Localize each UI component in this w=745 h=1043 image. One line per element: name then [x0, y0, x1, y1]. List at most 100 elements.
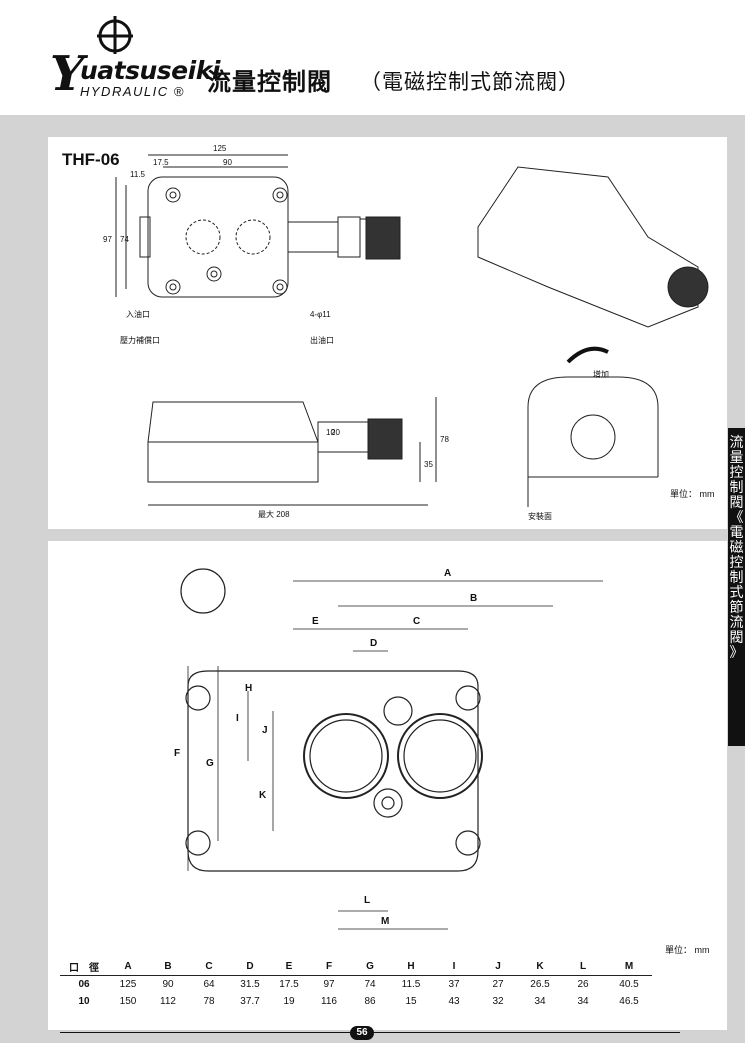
side-tab: 流 量 控 制 閥 《 電 磁 控 制 式 節 流 閥 》	[728, 428, 745, 746]
table-cell: 37.7	[240, 996, 260, 1007]
side-tab-char: 控	[729, 465, 744, 481]
side-tab-char: 電	[729, 525, 744, 541]
dim-max-208: 最大 208	[258, 509, 290, 519]
dim-17-5: 17.5	[153, 158, 169, 167]
side-tab-char: 控	[729, 555, 744, 571]
table-header: H	[407, 961, 415, 972]
scale-mark-10: 10	[326, 428, 335, 437]
dim-97: 97	[103, 235, 112, 244]
table-cell: 34	[534, 996, 546, 1007]
table-cell: 78	[203, 996, 215, 1007]
dim-label-d: D	[370, 638, 377, 649]
side-tab-char: 制	[729, 480, 744, 496]
table-cell: 06	[78, 979, 90, 990]
model-label: THF-06	[62, 150, 120, 169]
table-header: 口 徑	[69, 963, 99, 974]
table-header: G	[366, 961, 374, 972]
label-increase: 增加	[593, 369, 609, 379]
table-cell: 26.5	[530, 979, 550, 990]
table-cell: 64	[203, 979, 215, 990]
label-mount-face: 安裝面	[528, 511, 552, 521]
table-cell: 27	[492, 979, 504, 990]
table-header: E	[285, 961, 293, 972]
spec-table: 口 徑 A B C D E F G H I J K L M 06 125 90 …	[60, 958, 652, 1010]
side-tab-char: 流	[729, 435, 744, 451]
dimension-drawing: A B C D E F G H I J K L M	[174, 568, 603, 930]
brand-name: uatsuseiki	[80, 56, 220, 85]
side-tab-char: 》	[729, 645, 744, 661]
table-row: 06 125 90 64 31.5 17.5 97 74 11.5 37 27 …	[60, 975, 652, 994]
table-header: L	[579, 961, 587, 972]
table-cell: 86	[364, 996, 376, 1007]
brand-symbol-icon	[97, 16, 133, 54]
scale-mark-20: 20	[331, 428, 340, 437]
left-plug	[139, 216, 151, 258]
dim-74: 74	[120, 235, 129, 244]
side-tab-char: 流	[729, 615, 744, 631]
side-tab-char: 磁	[729, 540, 744, 556]
dim-label-a: A	[444, 568, 451, 579]
table-header: D	[246, 961, 254, 972]
side-tab-char: 閥	[729, 630, 744, 646]
label-mounting-holes: 4-φ11	[310, 310, 331, 319]
label-inlet: 入油口	[126, 309, 150, 319]
dim-label-g: G	[206, 758, 214, 769]
dim-90: 90	[223, 158, 232, 167]
top-view-body	[147, 176, 289, 298]
table-header-row: 口 徑 A B C D E F G H I J K L M	[60, 958, 652, 976]
brand-sub: HYDRAULIC ®	[80, 84, 185, 99]
side-tab-char: 式	[729, 585, 744, 601]
dim-125: 125	[213, 144, 227, 153]
table-cell: 97	[323, 979, 335, 990]
table-cell: 10	[78, 996, 90, 1007]
drawing-panel-top	[48, 137, 727, 529]
spec-table-area	[48, 966, 727, 1030]
table-header: B	[164, 961, 172, 972]
table-header: K	[536, 961, 544, 972]
table-header: F	[325, 961, 333, 972]
side-view-base	[147, 441, 319, 483]
table-cell: 11.5	[401, 979, 421, 990]
dim-label-k: K	[259, 790, 267, 801]
table-cell: 32	[492, 996, 504, 1007]
table-cell: 26	[577, 979, 589, 990]
label-outlet: 出油口	[310, 335, 334, 345]
side-tab-char: 量	[729, 450, 744, 466]
brand-initial: Y	[50, 46, 85, 102]
unit-label-bottom: 單位： mm	[665, 945, 710, 955]
dim-label-e: E	[312, 616, 319, 627]
dim-label-m: M	[381, 916, 389, 927]
table-header: I	[452, 961, 456, 972]
table-cell: 116	[321, 996, 337, 1007]
side-tab-char: 閥	[729, 495, 744, 511]
table-header: A	[124, 961, 132, 972]
table-cell: 34	[577, 996, 589, 1007]
table-cell: 46.5	[619, 996, 639, 1007]
dim-label-f: F	[174, 748, 180, 759]
side-tab-char: 制	[729, 570, 744, 586]
valve-drawings: 125 17.5 90 11.5 97 74 78 35 最大 208 入油口 …	[103, 144, 709, 521]
table-cell: 17.5	[279, 979, 299, 990]
mounting-plate	[187, 670, 479, 872]
page-title: 流量控制閥	[207, 68, 332, 96]
label-pressure-port: 壓力補償口	[120, 335, 160, 345]
dim-label-b: B	[470, 593, 477, 604]
unit-label-top: 單位： mm	[670, 489, 715, 499]
table-cell: 31.5	[240, 979, 260, 990]
isometric-view	[477, 166, 699, 328]
table-cell: 125	[119, 979, 137, 990]
dim-label-h: H	[245, 683, 252, 694]
table-cell: 37	[448, 979, 460, 990]
dim-label-j: J	[262, 725, 268, 736]
dim-35: 35	[424, 460, 433, 469]
table-header: C	[205, 961, 213, 972]
table-cell: 43	[448, 996, 460, 1007]
table-cell: 112	[160, 996, 176, 1007]
dim-label-c: C	[413, 616, 420, 627]
header: Y uatsuseiki HYDRAULIC ® 流量控制閥 （電磁控制式節流閥…	[0, 0, 745, 115]
page-number: 56	[350, 1026, 374, 1040]
table-cell: 15	[405, 996, 417, 1007]
table-cell: 90	[162, 979, 174, 990]
side-tab-char: 節	[729, 600, 744, 616]
dim-label-l: L	[364, 895, 370, 906]
